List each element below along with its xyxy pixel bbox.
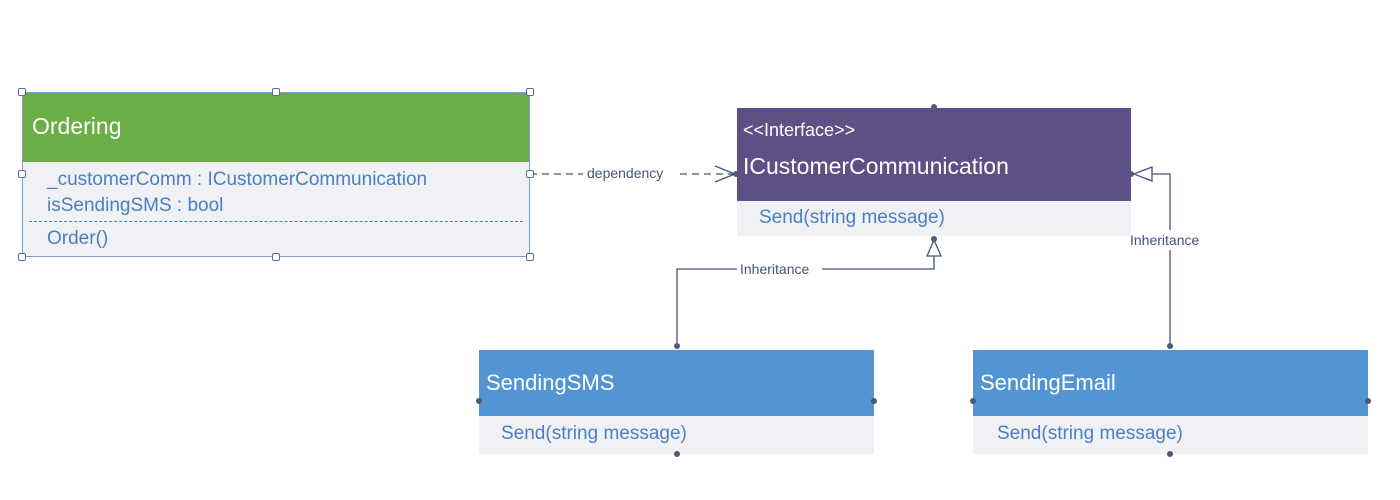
resize-handle-bottom[interactable] [272,253,280,261]
connection-point[interactable] [674,343,680,349]
sending-email-members: Send(string message) [973,416,1368,454]
sending-email-class[interactable]: SendingEmail Send(string message) [973,350,1368,454]
hollow-triangle-icon [926,238,942,257]
connection-point[interactable] [1365,398,1371,404]
connection-point[interactable] [674,451,680,457]
dependency-edge[interactable]: dependency [530,165,737,183]
connection-point[interactable] [970,398,976,404]
interface-stereotype: <<Interface>> [743,120,856,140]
sending-sms-members: Send(string message) [479,416,874,454]
field-is-sending-sms: isSendingSMS : bool [47,195,224,216]
inheritance-edge-sms[interactable]: Inheritance [676,238,942,346]
inheritance-label-email: Inheritance [1130,232,1199,248]
connection-point[interactable] [1167,451,1173,457]
inheritance-edge-email[interactable]: Inheritance [1130,166,1199,346]
interface-members: Send(string message) [737,201,1131,236]
connection-point[interactable] [476,398,482,404]
resize-handle-bottom-left[interactable] [18,253,26,261]
sending-sms-header: SendingSMS [479,350,874,416]
interface-title: ICustomerCommunication [743,153,1009,179]
connection-point[interactable] [931,236,937,242]
member-separator [29,221,523,222]
resize-handle-left[interactable] [18,170,26,178]
resize-handle-top[interactable] [272,88,280,96]
icustomer-communication-interface[interactable]: <<Interface>> ICustomerCommunication Sen… [737,108,1131,236]
resize-handle-top-right[interactable] [526,88,534,96]
connection-point[interactable] [931,104,937,110]
sending-email-header: SendingEmail [973,350,1368,416]
connection-point[interactable] [1128,171,1134,177]
hollow-triangle-icon [1132,166,1153,182]
field-customer-comm: _customerComm : ICustomerCommunication [47,169,428,190]
method-order: Order() [47,228,109,249]
resize-handle-top-left[interactable] [18,88,26,96]
ordering-header: Ordering [23,93,529,162]
resize-handle-right[interactable] [526,170,534,178]
connection-point[interactable] [871,398,877,404]
dependency-label: dependency [587,165,663,181]
connection-point[interactable] [1167,343,1173,349]
method-send: Send(string message) [997,423,1183,444]
ordering-class[interactable]: Ordering _customerComm : ICustomerCommun… [22,92,530,257]
resize-handle-bottom-right[interactable] [526,253,534,261]
sending-sms-class[interactable]: SendingSMS Send(string message) [479,350,874,454]
method-send: Send(string message) [759,207,945,228]
inheritance-label-sms: Inheritance [740,261,809,277]
connection-point[interactable] [733,171,739,177]
method-send: Send(string message) [501,423,687,444]
interface-header: <<Interface>> ICustomerCommunication [737,108,1131,201]
ordering-members: _customerComm : ICustomerCommunication i… [23,162,529,256]
